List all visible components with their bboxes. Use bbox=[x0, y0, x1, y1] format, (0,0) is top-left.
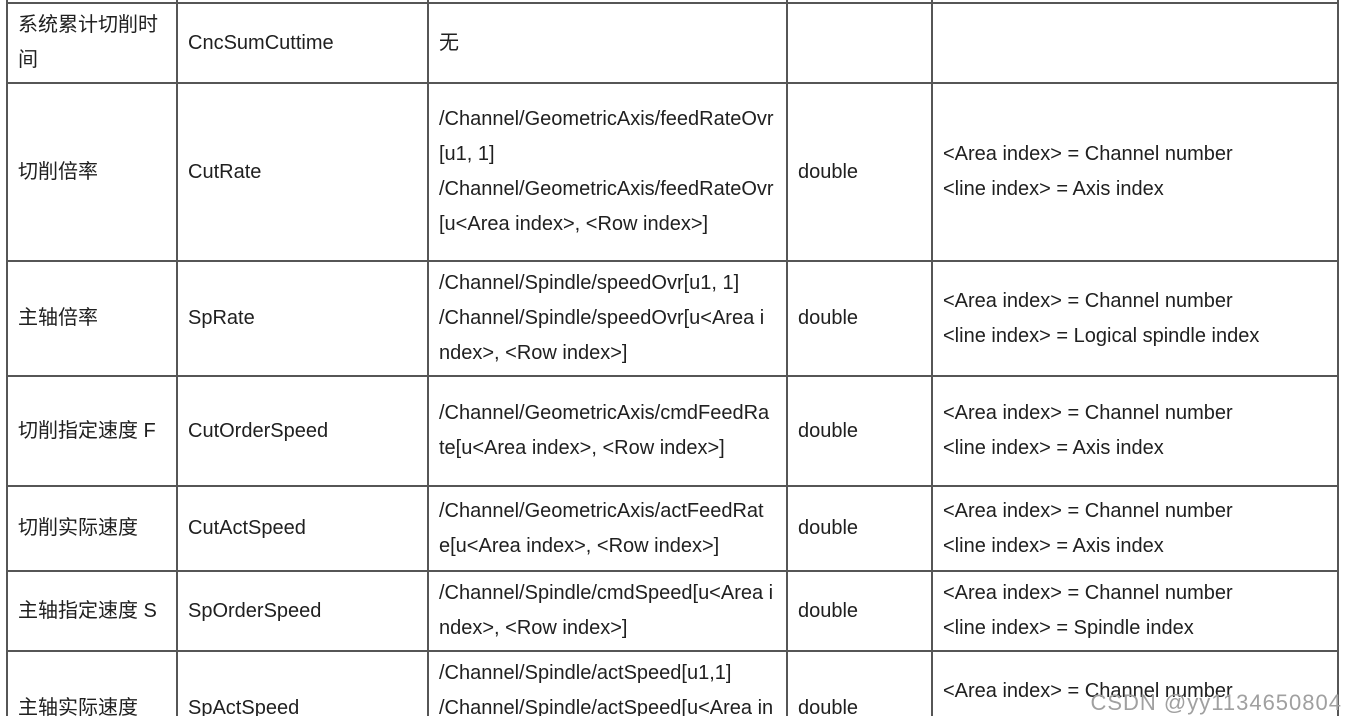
cropped-cell bbox=[176, 0, 429, 4]
cell-name-cn: 切削倍率 bbox=[6, 82, 178, 262]
cell-name-en: SpActSpeed bbox=[176, 650, 429, 716]
cropped-cell bbox=[931, 0, 1339, 4]
cell-path: 无 bbox=[427, 2, 788, 84]
cell-path: /Channel/GeometricAxis/actFeedRate[u<Are… bbox=[427, 485, 788, 572]
cell-name-cn: 切削指定速度 F bbox=[6, 375, 178, 487]
cell-type: double bbox=[786, 82, 933, 262]
table-row-sprate: 主轴倍率 SpRate /Channel/Spindle/speedOvr[u1… bbox=[6, 260, 1339, 377]
cell-description: <Area index> = Channel number <line inde… bbox=[931, 570, 1339, 652]
cell-name-en: CncSumCuttime bbox=[176, 2, 429, 84]
cell-type: double bbox=[786, 260, 933, 377]
variables-table: 系统累计切削时间 CncSumCuttime 无 切削倍率 CutRate /C… bbox=[6, 0, 1339, 716]
csdn-watermark: CSDN @yy1134650804 bbox=[1090, 690, 1342, 715]
cell-description: <Area index> = Channel number <line inde… bbox=[931, 650, 1339, 716]
cell-description bbox=[931, 2, 1339, 84]
cell-type bbox=[786, 2, 933, 84]
variables-table-wrap: 系统累计切削时间 CncSumCuttime 无 切削倍率 CutRate /C… bbox=[6, 0, 1339, 716]
cell-type: double bbox=[786, 650, 933, 716]
cell-description: <Area index> = Channel number <line inde… bbox=[931, 375, 1339, 487]
cell-name-cn: 系统累计切削时间 bbox=[6, 2, 178, 84]
cropped-cell bbox=[786, 0, 933, 4]
table-row-cnc-sum-cuttime: 系统累计切削时间 CncSumCuttime 无 bbox=[6, 2, 1339, 84]
cell-path: /Channel/Spindle/speedOvr[u1, 1] /Channe… bbox=[427, 260, 788, 377]
cell-name-en: CutActSpeed bbox=[176, 485, 429, 572]
cropped-cell bbox=[427, 0, 788, 4]
cell-description: <Area index> = Channel number <line inde… bbox=[931, 485, 1339, 572]
cell-name-en: SpRate bbox=[176, 260, 429, 377]
table-row-spactspeed: 主轴实际速度 SpActSpeed /Channel/Spindle/actSp… bbox=[6, 650, 1339, 716]
cell-type: double bbox=[786, 375, 933, 487]
cell-name-cn: 主轴指定速度 S bbox=[6, 570, 178, 652]
table-row-cutactspeed: 切削实际速度 CutActSpeed /Channel/GeometricAxi… bbox=[6, 485, 1339, 572]
cropped-cell bbox=[6, 0, 178, 4]
cell-name-en: CutOrderSpeed bbox=[176, 375, 429, 487]
cell-name-cn: 主轴倍率 bbox=[6, 260, 178, 377]
table-row-cutrate: 切削倍率 CutRate /Channel/GeometricAxis/feed… bbox=[6, 82, 1339, 262]
table-row-sporderspeed: 主轴指定速度 S SpOrderSpeed /Channel/Spindle/c… bbox=[6, 570, 1339, 652]
cell-name-cn: 主轴实际速度 bbox=[6, 650, 178, 716]
cell-path: /Channel/GeometricAxis/feedRateOvr[u1, 1… bbox=[427, 82, 788, 262]
cell-type: double bbox=[786, 570, 933, 652]
cell-description: <Area index> = Channel number <line inde… bbox=[931, 260, 1339, 377]
table-row-cutorderspeed: 切削指定速度 F CutOrderSpeed /Channel/Geometri… bbox=[6, 375, 1339, 487]
cell-path: /Channel/Spindle/cmdSpeed[u<Area index>,… bbox=[427, 570, 788, 652]
cell-type: double bbox=[786, 485, 933, 572]
cell-path: /Channel/Spindle/actSpeed[u1,1] /Channel… bbox=[427, 650, 788, 716]
cropped-row bbox=[6, 0, 1339, 4]
cell-path: /Channel/GeometricAxis/cmdFeedRate[u<Are… bbox=[427, 375, 788, 487]
cell-name-en: SpOrderSpeed bbox=[176, 570, 429, 652]
cell-name-cn: 切削实际速度 bbox=[6, 485, 178, 572]
cell-name-en: CutRate bbox=[176, 82, 429, 262]
cell-description: <Area index> = Channel number <line inde… bbox=[931, 82, 1339, 262]
